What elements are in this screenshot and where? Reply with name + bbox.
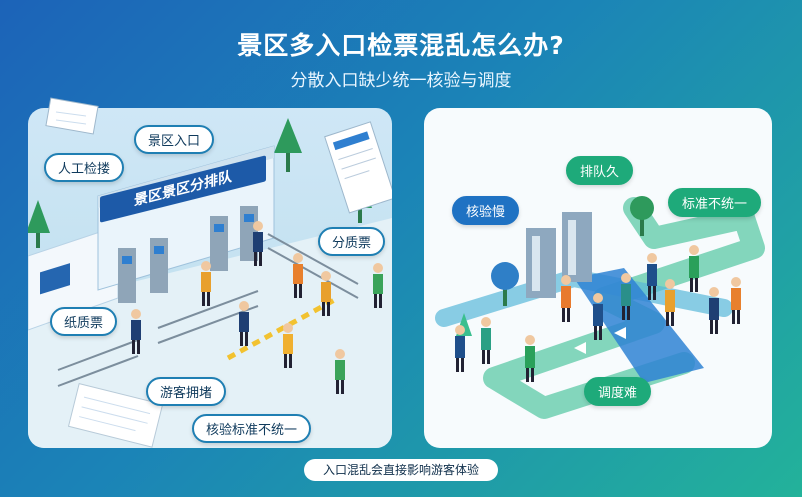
left-illustration-panel: 景区景区分排队 [28, 108, 392, 448]
label-slow-check: 核验慢 [452, 196, 520, 225]
page-title: 景区多入口检票混乱怎么办? [237, 31, 565, 60]
visitor-figure [201, 261, 211, 306]
arrow-icon [574, 327, 626, 354]
visitor-figure [665, 279, 675, 326]
turnstile-icon [562, 212, 592, 282]
footer-caption: 入口混乱会直接影响游客体验 [304, 459, 498, 481]
visitor-figure [621, 273, 631, 320]
visitor-figure [525, 335, 535, 382]
staff-figure [335, 349, 345, 394]
visitor-figure [293, 253, 303, 298]
visitor-figure [321, 271, 331, 316]
turnstile-icon [210, 216, 228, 271]
label-nonstandard: 核验标准不统一 [192, 414, 312, 443]
paper-document-icon [45, 97, 99, 135]
turnstile-icon [150, 238, 168, 293]
visitor-figure [731, 277, 741, 324]
staff-figure [373, 263, 383, 308]
label-entrance: 景区入口 [134, 125, 215, 154]
page-subtitle: 分散入口缺少统一核验与调度 [290, 71, 512, 91]
label-crowd: 游客拥堵 [146, 377, 227, 406]
visitor-figure [239, 301, 249, 346]
tree-icon [491, 262, 519, 306]
tree-icon [28, 200, 50, 248]
building-window [40, 263, 70, 295]
visitor-figure [283, 323, 293, 368]
visitor-figure [455, 325, 465, 372]
ticket-icon [324, 121, 392, 214]
visitor-figure [593, 293, 603, 340]
queue-path-illustration [435, 196, 765, 419]
visitor-figure [561, 275, 571, 322]
tree-icon [630, 196, 654, 236]
turnstile-icon [118, 248, 136, 303]
visitor-figure [253, 221, 263, 266]
label-dispatch-hard: 调度难 [584, 377, 652, 406]
label-paper-ticket: 纸质票 [50, 307, 118, 336]
tree-icon [274, 118, 302, 172]
visitor-figure [689, 245, 699, 292]
visitor-figure [481, 317, 491, 364]
turnstile-icon [526, 228, 556, 298]
label-split-ticket: 分质票 [318, 227, 386, 256]
visitor-figure [709, 287, 719, 334]
visitor-figure [647, 253, 657, 300]
blue-lane [574, 268, 704, 383]
visitor-figure [131, 309, 141, 354]
paper-document-icon [67, 382, 164, 448]
label-nonstandard-right: 标准不统一 [668, 188, 762, 217]
label-long-queue: 排队久 [566, 156, 634, 185]
label-manual-check: 人工检搂 [44, 153, 125, 182]
